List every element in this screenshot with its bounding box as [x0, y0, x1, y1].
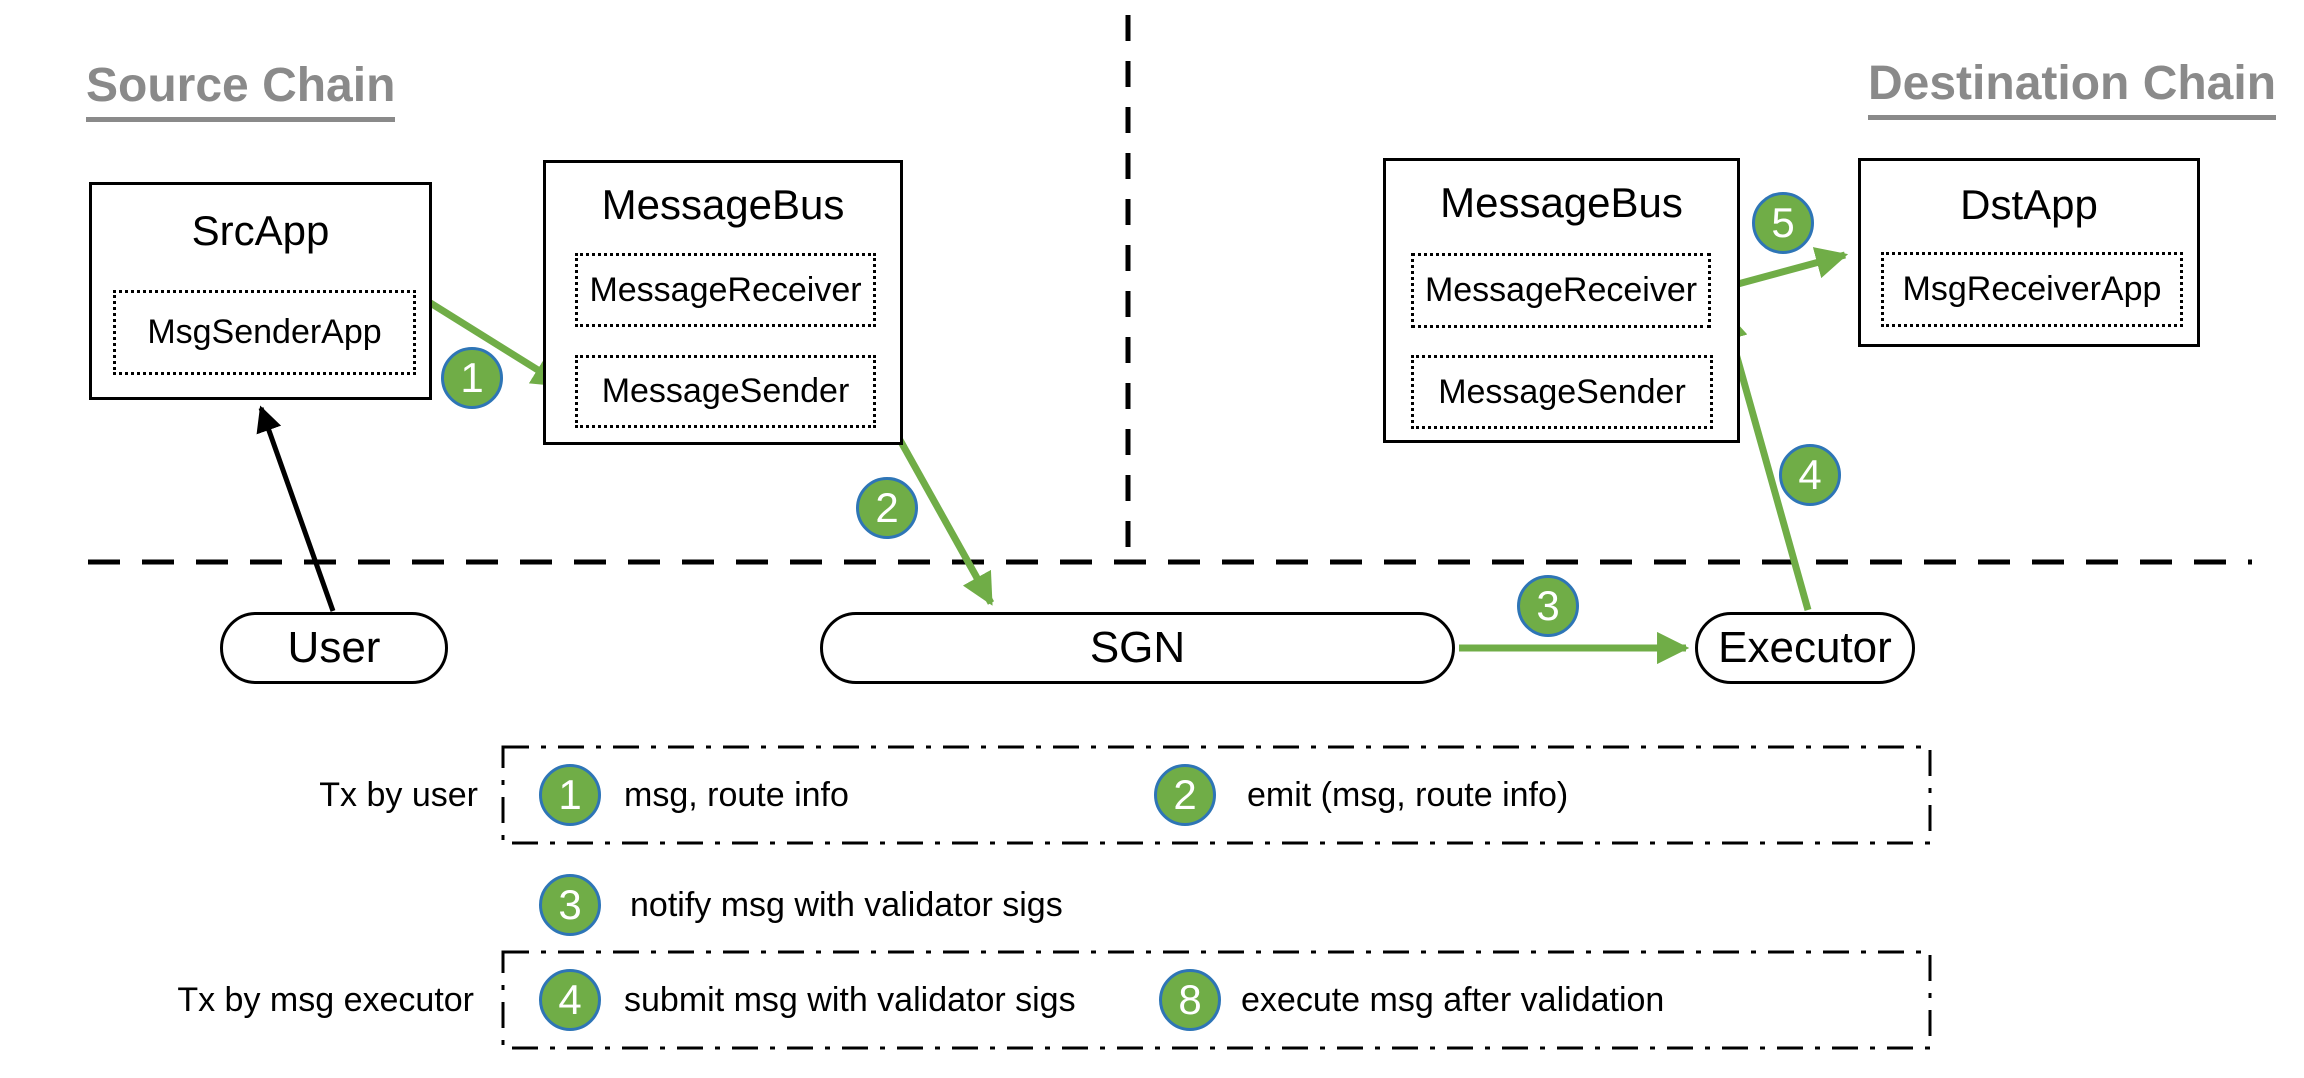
arrow-user-to-srcapp: [256, 405, 336, 612]
srcapp-title: SrcApp: [191, 207, 330, 254]
step-3-badge: 3: [1517, 575, 1579, 637]
legend-text-step-8: execute msg after validation: [1241, 980, 1665, 1019]
step-5-badge: 5: [1752, 192, 1814, 254]
srcapp-box: SrcApp MsgSenderApp: [89, 182, 432, 400]
messagereceiver-source-box: MessageReceiver: [575, 253, 876, 327]
executor-pill: Executor: [1695, 612, 1915, 684]
legend-step-2-badge: 2: [1154, 764, 1216, 826]
messagereceiver-destination-box: MessageReceiver: [1411, 253, 1711, 328]
dstapp-box: DstApp MsgReceiverApp: [1858, 158, 2200, 347]
legend-step-4-badge: 4: [539, 969, 601, 1031]
destination-chain-heading: Destination Chain: [1868, 56, 2277, 120]
legend-text-step-3: notify msg with validator sigs: [630, 885, 1063, 924]
step-1-badge: 1: [441, 347, 503, 409]
legend-step-1-badge: 1: [539, 764, 601, 826]
source-chain-heading: Source Chain: [86, 58, 396, 122]
messagebus-source-box: MessageBus MessageReceiver MessageSender: [543, 160, 903, 445]
messagebus-destination-title: MessageBus: [1440, 179, 1683, 226]
messagebus-source-title: MessageBus: [601, 181, 845, 228]
messagesender-destination-box: MessageSender: [1411, 355, 1713, 429]
msgsenderapp-box: MsgSenderApp: [113, 290, 416, 375]
step-4-badge: 4: [1779, 444, 1841, 506]
legend-label-tx-by-user: Tx by user: [319, 775, 478, 814]
msgreceiverapp-box: MsgReceiverApp: [1881, 252, 2183, 327]
sgn-pill: SGN: [820, 612, 1455, 684]
legend-text-step-4: submit msg with validator sigs: [624, 980, 1076, 1019]
legend-step-3-badge: 3: [539, 874, 601, 936]
arrow-step1-msgsender-to-bus: [414, 291, 565, 388]
legend-step-8-badge: 8: [1159, 969, 1221, 1031]
step-2-badge: 2: [856, 477, 918, 539]
dstapp-title: DstApp: [1960, 181, 2098, 228]
messagebus-destination-box: MessageBus MessageReceiver MessageSender: [1383, 158, 1740, 443]
legend-label-tx-by-executor: Tx by msg executor: [177, 980, 474, 1019]
user-pill: User: [220, 612, 448, 684]
legend-text-step-2: emit (msg, route info): [1247, 775, 1569, 814]
legend-text-step-1: msg, route info: [624, 775, 849, 814]
messagesender-source-box: MessageSender: [575, 355, 876, 428]
